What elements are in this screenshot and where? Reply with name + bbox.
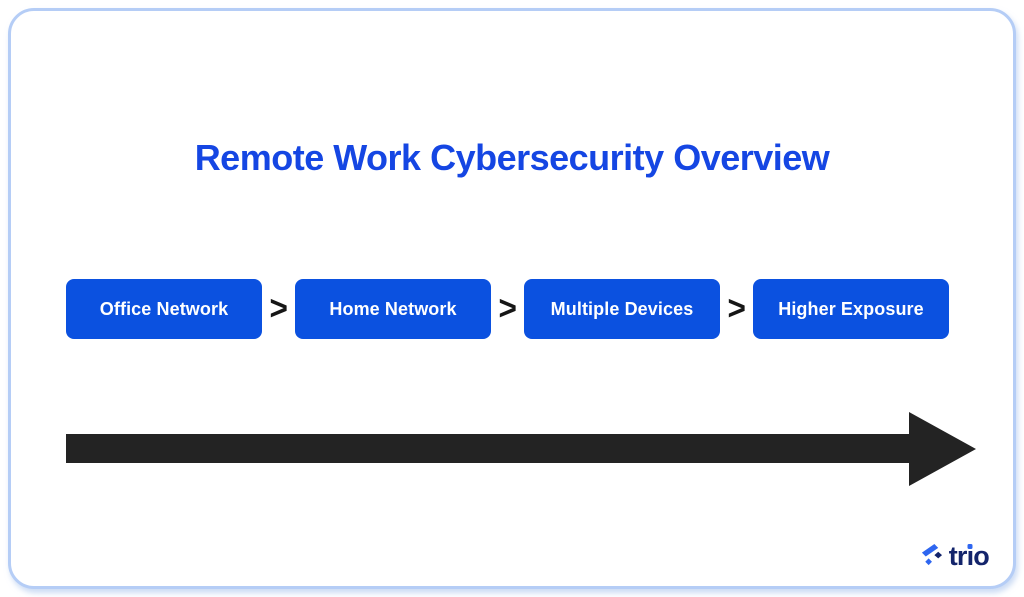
logo-letter-i: ı [966,541,974,571]
page-title: Remote Work Cybersecurity Overview [194,137,830,178]
flow-step-label: Office Network [99,298,229,319]
flow-step-home-network: Home Network [295,279,491,339]
flow-step-label: Multiple Devices [550,298,694,319]
logo-text-pre: tr [948,541,968,571]
flow-steps-row: Office Network > Home Network > Multiple… [66,279,949,339]
chevron-right-separator: > [498,289,517,328]
flow-step-label: Higher Exposure [778,298,924,319]
logo-i-dot [967,544,973,549]
flow-step-office-network: Office Network [66,279,262,339]
flow-step-higher-exposure: Higher Exposure [753,279,949,339]
chevron-right-separator: > [269,289,288,328]
flow-step-label: Home Network [329,298,457,319]
trio-logo-icon [921,544,942,566]
timeline-arrow-icon [66,412,976,486]
chevron-right-separator: > [727,289,746,328]
logo-text-post: o [973,541,989,571]
flow-step-multiple-devices: Multiple Devices [524,279,720,339]
infographic-card: Remote Work Cybersecurity Overview Offic… [8,8,1016,589]
